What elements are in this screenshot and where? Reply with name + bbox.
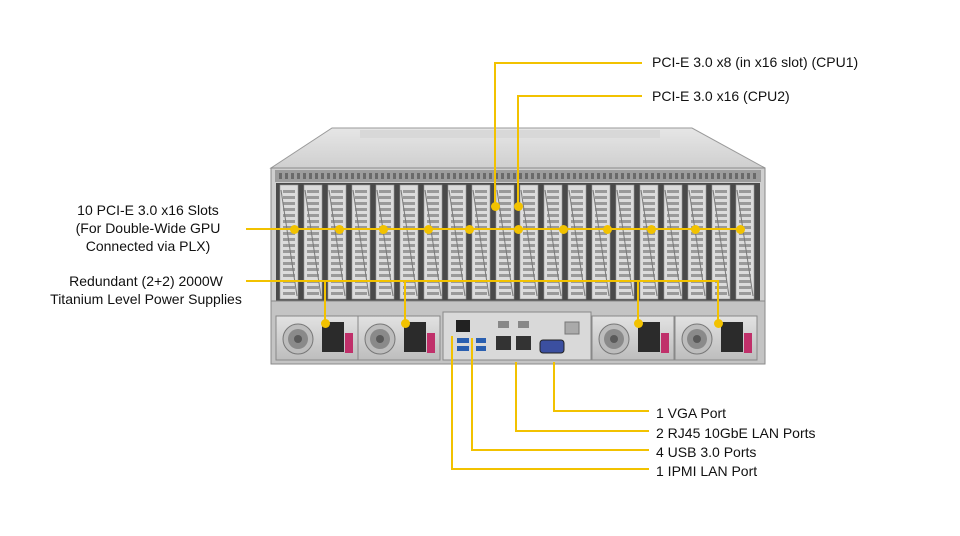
callout-line [451,468,649,470]
callout-dot [401,319,410,328]
callout-dot [335,225,344,234]
callout-dot [514,225,523,234]
pcie-slot-bracket [615,184,635,300]
callout-line [471,449,649,451]
label-gpu-slots: 10 PCI-E 3.0 x16 Slots (For Double-Wide … [50,201,246,255]
callout-line [553,410,649,412]
callout-line [717,280,719,324]
callout-line [471,338,473,450]
power-supply-unit [591,315,675,361]
pcie-slot-bracket [735,184,755,300]
pcie-slot-bracket [495,184,515,300]
callout-dot [321,319,330,328]
vga-port [539,339,565,354]
label-power-line1: Redundant (2+2) 2000W [69,273,223,289]
usb-port [476,346,486,351]
callout-line [324,280,326,324]
label-pcie-cpu1: PCI-E 3.0 x8 (in x16 slot) (CPU1) [652,54,859,70]
callout-dot [603,225,612,234]
pcie-slot-bracket [351,184,371,300]
callout-dot [514,202,523,211]
power-supply-unit [357,315,441,361]
label-power-line2: Titanium Level Power Supplies [50,291,242,307]
callout-dot [424,225,433,234]
pcie-slot-bracket [423,184,443,300]
callout-dot [736,225,745,234]
power-supply-unit [674,315,758,361]
pcie-slot-bracket [567,184,587,300]
usb-port [457,338,469,343]
pcie-slot-bracket [327,184,347,300]
rj45-port [496,336,511,350]
rj45-port [516,336,531,350]
label-rj45-ports: 2 RJ45 10GbE LAN Ports [656,425,816,441]
label-ipmi-port: 1 IPMI LAN Port [656,463,758,479]
pcie-slot-bracket [591,184,611,300]
callout-dot [379,225,388,234]
callout-line [404,280,406,324]
callout-line [515,430,649,432]
callout-dot [290,225,299,234]
pcie-slot-bracket [447,184,467,300]
usb-port [476,338,486,343]
pcie-slot-bracket [639,184,659,300]
label-vga-port: 1 VGA Port [656,405,727,421]
label-gpu-slots-line2: (For Double-Wide GPU [75,220,221,236]
label-usb-ports: 4 USB 3.0 Ports [656,444,757,460]
callout-line [451,336,453,469]
pcie-slot-bracket [663,184,683,300]
pcie-slot-bracket [711,184,731,300]
callout-line [494,62,642,64]
callout-line [553,362,555,411]
pcie-slot-bracket [279,184,299,300]
pcie-slot-bracket [471,184,491,300]
callout-dot [634,319,643,328]
usb-port [457,346,469,351]
callout-line [246,228,741,230]
callout-dot [559,225,568,234]
callout-dot [647,225,656,234]
pcie-slot-bracket [543,184,563,300]
ipmi-port [456,320,470,332]
power-supply-unit [275,315,359,361]
callout-line [517,95,642,97]
label-power-supplies: Redundant (2+2) 2000W Titanium Level Pow… [28,272,264,308]
label-pcie-cpu2: PCI-E 3.0 x16 (CPU2) [652,88,790,104]
callout-dot [491,202,500,211]
label-gpu-slots-line3: Connected via PLX) [85,238,211,254]
callout-line [517,95,519,206]
callout-line [494,62,496,205]
callout-dot [691,225,700,234]
pcie-slot-bracket [519,184,539,300]
callout-line [515,362,517,431]
label-gpu-slots-line1: 10 PCI-E 3.0 x16 Slots [77,202,219,218]
callout-dot [714,319,723,328]
callout-dot [465,225,474,234]
callout-line [637,280,639,324]
callout-line [246,280,718,282]
